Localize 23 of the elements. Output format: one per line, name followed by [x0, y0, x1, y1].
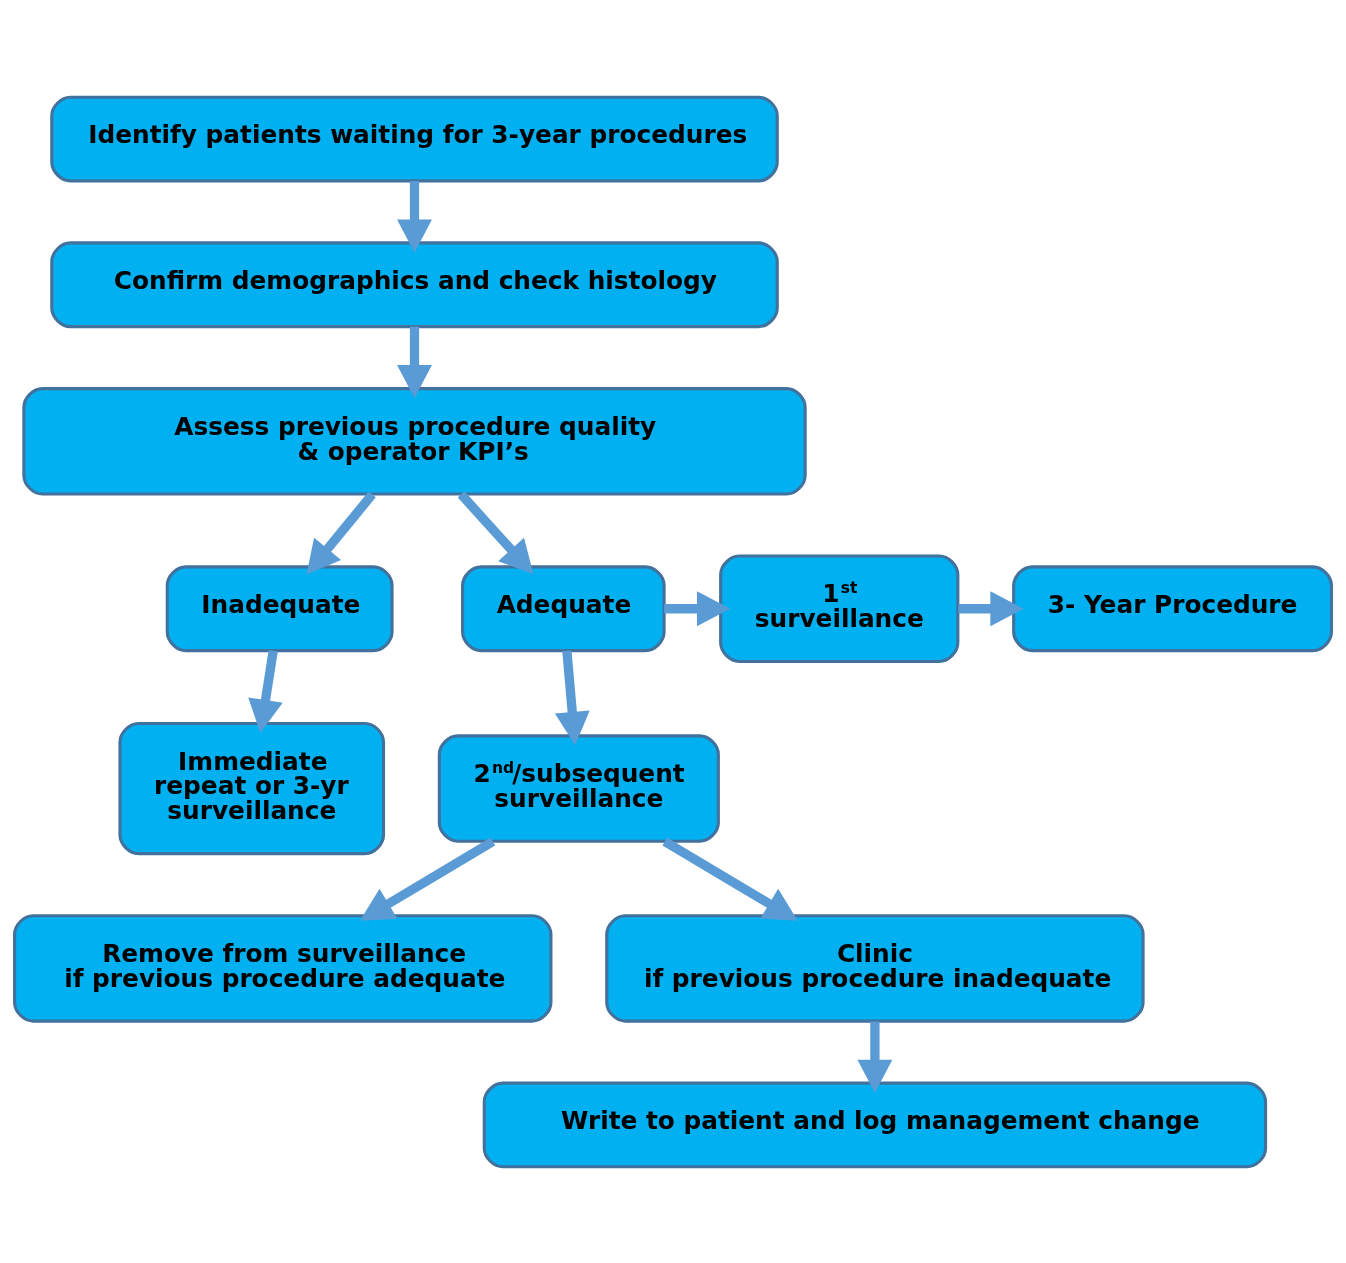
- arrow: [664, 590, 731, 626]
- arrow: [662, 836, 798, 921]
- node-box: Confirm demographics and check histology: [50, 240, 779, 328]
- node-box: Adequate: [461, 564, 666, 652]
- arrow: [397, 326, 432, 398]
- node-box: 3- Year Procedure: [1012, 564, 1333, 652]
- arrow: [248, 649, 283, 733]
- node-box: Clinic if previous procedure inadequate: [605, 913, 1145, 1023]
- node-box: 2$^{nd}$/subsequent surveillance: [437, 733, 720, 843]
- node-box: Immediate repeat or 3-yr surveillance: [118, 721, 386, 855]
- arrow: [359, 836, 496, 921]
- arrow: [958, 590, 1024, 626]
- node-box: 1$^{st}$ surveillance: [719, 554, 960, 663]
- node-box: Identify patients waiting for 3-year procedures: [50, 95, 779, 182]
- node-box: Assess previous procedure quality & operator KPI’s: [22, 386, 807, 496]
- arrow: [397, 180, 432, 253]
- arrow: [857, 1020, 893, 1093]
- node-box: Write to patient and log management change: [482, 1081, 1268, 1168]
- node-box: Inadequate: [165, 564, 394, 652]
- arrow: [457, 490, 534, 574]
- arrow: [554, 649, 590, 745]
- node-box: Remove from surveillance if previous procedure adequate: [13, 913, 553, 1023]
- arrow: [306, 490, 376, 575]
